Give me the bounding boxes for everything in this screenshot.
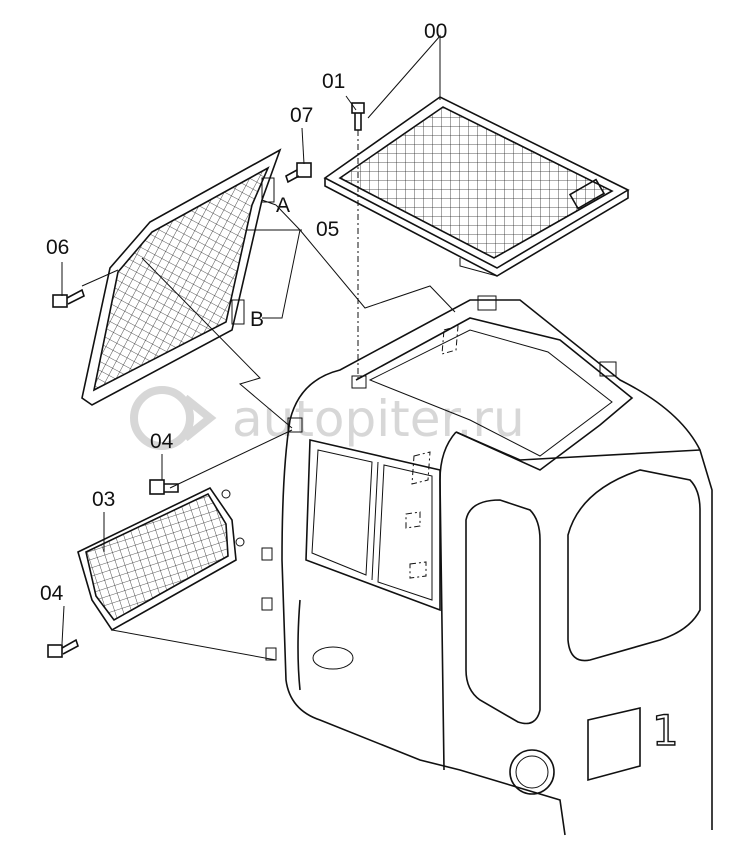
label-part-00: 00 <box>424 20 447 43</box>
assembly-lines <box>61 34 456 661</box>
watermark-text: autopiter.ru <box>232 390 525 448</box>
bolt-06-icon <box>52 288 85 308</box>
label-part-03: 03 <box>92 488 115 511</box>
bolt-04-lower-icon <box>47 638 79 658</box>
watermark: autopiter.ru <box>130 386 525 450</box>
label-part-04-lower: 04 <box>40 582 64 605</box>
label-detail-a: A <box>276 194 290 217</box>
label-part-01: 01 <box>322 70 345 93</box>
bolt-04-upper-icon <box>149 479 179 495</box>
label-part-07: 07 <box>290 104 313 127</box>
front-upper-guard-part <box>81 148 282 406</box>
label-part-06: 06 <box>46 236 69 259</box>
lower-side-guard-part <box>77 486 245 632</box>
cab-emblem: 1 <box>652 706 679 755</box>
label-part-05: 05 <box>316 218 339 241</box>
label-part-04-upper: 04 <box>150 430 174 453</box>
operator-cab: 1 <box>261 295 713 836</box>
roof-guard-part <box>323 96 630 277</box>
bolt-07-icon <box>285 162 312 184</box>
label-detail-b: B <box>250 308 264 331</box>
a-arrow-logo-icon <box>130 386 217 450</box>
